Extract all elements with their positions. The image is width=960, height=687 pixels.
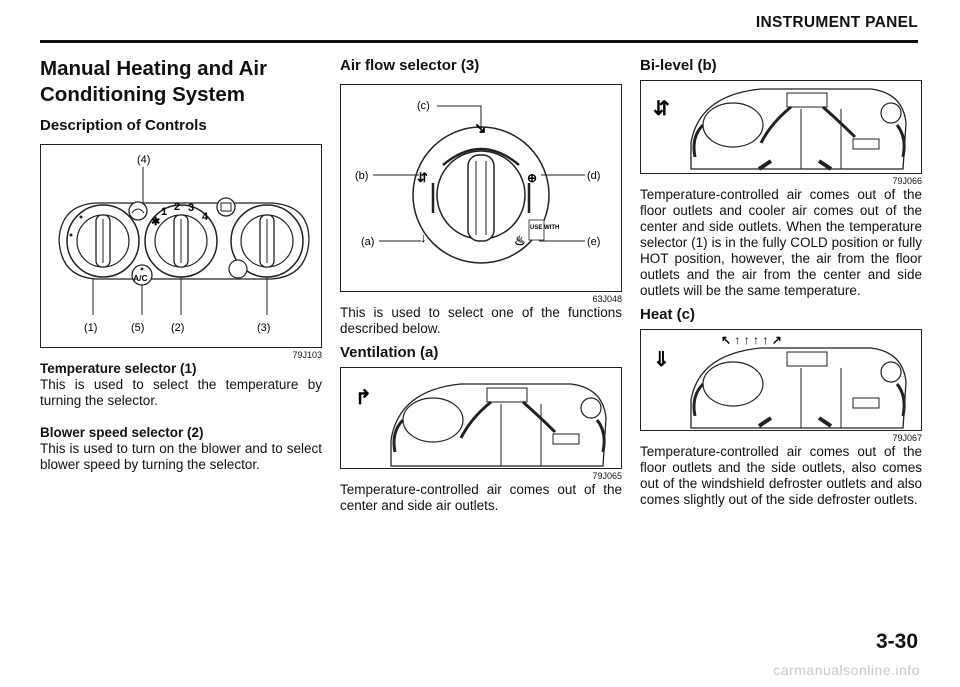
callout-3: (3) [257,322,270,334]
airflow-knob-illustration: ↘ ⇵ ↓ ⊕ ♨ USE WITH (c) (b) (d) (a) (e) [355,100,600,264]
callout-4: (4) [137,154,150,166]
label-e: (e) [587,236,600,248]
callout-1: (1) [84,322,97,334]
fan-icon: ✱ [151,216,160,228]
column-controls: Manual Heating and Air Conditioning Syst… [40,56,322,473]
callout-2: (2) [171,322,184,334]
use-with-label: USE WITH [530,225,559,231]
heat-heading: Heat (c) [640,306,696,323]
fan-speed-2: 2 [174,201,180,213]
temp-selector-heading: Temperature selector (1) [40,361,197,376]
figure-code-79j067: 79J067 [892,433,922,443]
ventilation-text: Temperature-controlled air comes out of … [340,482,622,513]
column-airflow: Air flow selector (3) ↘ ⇵ ↓ ⊕ ♨ USE WITH… [340,56,622,514]
bilevel-text: Temperature-controlled air comes out of … [640,187,922,298]
figure-code-79j065: 79J065 [592,471,622,481]
figure-code-79j103: 79J103 [292,350,322,360]
recirculation-button [128,201,148,221]
blower-selector-heading: Blower speed selector (2) [40,425,204,440]
bilevel-heading: Bi-level (b) [640,57,717,74]
label-d: (d) [587,170,600,182]
controls-subtitle: Description of Controls [40,117,207,134]
temperature-knob [66,204,140,278]
defrost-floor-icon: ⊕ [527,171,537,185]
page-title: Manual Heating and Air Conditioning Syst… [40,56,322,108]
heat-mode-icon: ⇓ [653,349,670,371]
page-number: 3-30 [875,630,918,653]
airflow-select-text: This is used to select one of the functi… [340,305,622,336]
bilevel-mode-icon: ⇵ [653,98,670,120]
control-panel-figure: (4) 1 2 3 4 ✱ [40,144,322,348]
airflow-knob [228,204,304,279]
vent-mode-icon: ↱ [355,387,372,409]
ac-label: A/C [133,273,148,283]
bilevel-icon: ⇵ [417,170,428,185]
label-a: (a) [361,236,374,248]
fan-speed-4: 4 [202,211,209,223]
title-line-2: Conditioning System [40,83,245,106]
heat-dashboard-illustration: ⇓ ↖ ↑ ↑ ↑ ↑ ↗ [653,333,907,429]
airflow-dial [412,126,550,264]
bilevel-dashboard-illustration: ⇵ [653,88,907,171]
vent-arrow-icon: ↘ [474,120,487,137]
ventilation-figure: ↱ [340,367,622,469]
defroster-arrows: ↖ ↑ ↑ ↑ ↑ ↗ [721,333,782,347]
fan-speed-1: 1 [161,206,167,218]
ac-button: A/C [131,264,153,286]
fan-speed-3: 3 [188,202,194,214]
callout-5: (5) [131,322,144,334]
heat-figure: ⇓ ↖ ↑ ↑ ↑ ↑ ↗ [640,329,922,431]
watermark: carmanualsonline.info [773,662,920,678]
bilevel-figure: ⇵ [640,80,922,174]
label-b: (b) [355,170,368,182]
ventilation-heading: Ventilation (a) [340,344,439,361]
column-modes: Bi-level (b) ⇵ 79J066 Temperature-contro… [640,56,922,508]
header-rule [40,40,918,43]
rear-defrost-button [216,197,236,217]
floor-icon: ↓ [420,230,427,245]
control-panel-illustration: (4) 1 2 3 4 ✱ [58,154,310,334]
heat-text: Temperature-controlled air comes out of … [640,444,922,507]
airflow-knob-figure: ↘ ⇵ ↓ ⊕ ♨ USE WITH (c) (b) (d) (a) (e) [340,84,622,292]
defrost-icon: ♨ [514,233,526,248]
airflow-heading: Air flow selector (3) [340,57,480,74]
figure-code-79j066: 79J066 [892,176,922,186]
blower-knob: 1 2 3 4 ✱ [144,201,218,278]
title-line-1: Manual Heating and Air [40,57,268,80]
blower-selector-text: This is used to turn on the blower and t… [40,441,322,472]
ventilation-dashboard-illustration: ↱ [355,383,607,467]
label-c: (c) [417,100,430,112]
temp-selector-text: This is used to select the temperature b… [40,377,322,408]
figure-code-63j048: 63J048 [592,294,622,304]
section-title: INSTRUMENT PANEL [755,14,918,31]
